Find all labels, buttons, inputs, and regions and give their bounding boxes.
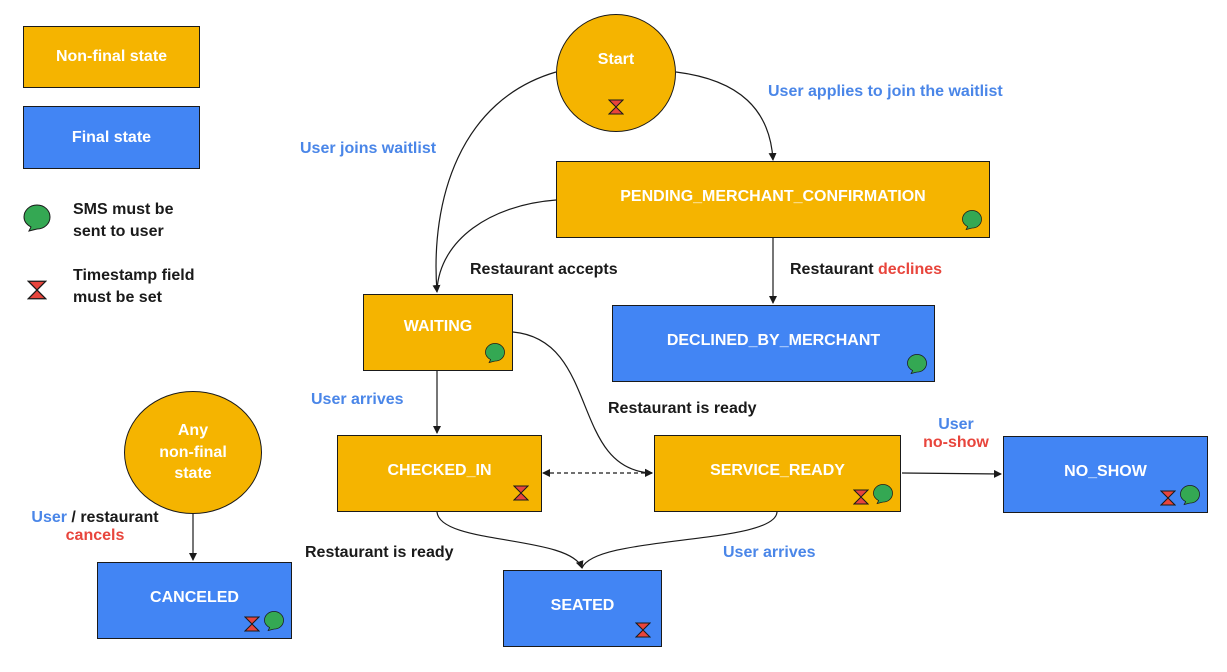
edge-pending-to-waiting <box>436 199 557 291</box>
label-declines-prefix: Restaurant <box>790 261 874 278</box>
hourglass-icon <box>853 489 869 505</box>
speech-bubble-icon <box>263 610 285 632</box>
legend-sms-line1: SMS must be <box>73 201 174 218</box>
label-cancel-line1: User / restaurant <box>20 509 170 527</box>
label-cancel-word: cancels <box>65 527 125 544</box>
label-declines-word: declines <box>878 261 943 278</box>
legend-sms-line2: sent to user <box>73 223 164 241</box>
state-checked-in: CHECKED_IN <box>337 435 542 512</box>
state-seated-badges <box>635 622 651 638</box>
state-service-ready-label: SERVICE_READY <box>710 461 845 479</box>
label-user-restaurant-cancels: User / restaurant cancels <box>20 509 170 545</box>
state-waiting: WAITING <box>363 294 513 371</box>
state-waiting-label: WAITING <box>403 317 473 335</box>
state-seated-label: SEATED <box>550 596 615 614</box>
state-any-line1: Any <box>177 422 209 440</box>
state-declined-label: DECLINED_BY_MERCHANT <box>666 331 881 349</box>
edge-service-ready-to-no-show <box>901 469 1002 478</box>
label-user-arrives-seated: User arrives <box>723 544 816 561</box>
label-user-no-show: User no-show <box>918 416 994 452</box>
state-pending-label: PENDING_MERCHANT_CONFIRMATION <box>620 187 926 205</box>
hourglass-icon <box>1160 490 1176 506</box>
state-service-ready: SERVICE_READY <box>654 435 901 512</box>
label-restaurant-accepts: Restaurant accepts <box>470 261 618 278</box>
speech-bubble-icon <box>484 342 506 364</box>
edge-checked-in-to-seated <box>436 511 584 569</box>
hourglass-icon <box>513 485 529 501</box>
hourglass-icon <box>635 622 651 638</box>
state-canceled-badges <box>244 610 285 632</box>
state-no-show-label: NO_SHOW <box>1064 462 1147 480</box>
state-checked-in-badges <box>513 485 529 501</box>
state-any-non-final: Any non-final state <box>124 391 262 514</box>
hourglass-icon <box>244 616 260 632</box>
state-start-badges <box>608 99 624 115</box>
speech-bubble-icon <box>22 203 52 238</box>
state-no-show-badges <box>1160 484 1201 506</box>
legend-nonfinal-box: Non-final state <box>23 26 200 88</box>
state-any-line2: non-final <box>159 443 227 461</box>
legend-final-box: Final state <box>23 106 200 169</box>
legend-nonfinal-label: Non-final state <box>55 48 168 65</box>
edge-start-to-pending <box>675 71 777 161</box>
hourglass-icon <box>608 99 624 115</box>
edge-start-to-waiting <box>432 71 557 293</box>
label-noshow-line1: User <box>938 416 974 433</box>
speech-bubble-icon <box>961 209 983 231</box>
hourglass-icon <box>26 280 48 305</box>
label-user-arrives-checkin: User arrives <box>311 391 404 408</box>
label-user-joins-waitlist: User joins waitlist <box>300 140 437 157</box>
label-cancel-user: User <box>31 509 67 526</box>
state-canceled: CANCELED <box>97 562 292 639</box>
label-restaurant-is-ready-seated: Restaurant is ready <box>305 544 454 561</box>
state-declined-by-merchant: DECLINED_BY_MERCHANT <box>612 305 935 382</box>
state-pending-badges <box>961 209 983 231</box>
state-any-line3: state <box>174 465 212 483</box>
state-pending-merchant-confirmation: PENDING_MERCHANT_CONFIRMATION <box>556 161 990 238</box>
state-service-ready-badges <box>853 483 894 505</box>
state-checked-in-label: CHECKED_IN <box>387 461 492 479</box>
label-noshow-line2: no-show <box>923 434 989 451</box>
state-start: Start <box>556 14 676 132</box>
state-no-show: NO_SHOW <box>1003 436 1208 513</box>
speech-bubble-icon <box>1179 484 1201 506</box>
edge-waiting-to-service-ready <box>512 331 653 477</box>
state-declined-badges <box>906 353 928 375</box>
label-restaurant-declines: Restaurant declines <box>790 261 942 279</box>
state-waiting-badges <box>484 342 506 364</box>
state-start-label: Start <box>597 51 635 68</box>
edge-service-ready-to-seated <box>581 511 778 569</box>
label-cancel-sep: / restaurant <box>66 509 159 526</box>
legend-sms-text: SMS must be sent to user <box>73 199 173 244</box>
label-user-applies: User applies to join the waitlist <box>768 83 1003 100</box>
legend-final-label: Final state <box>71 128 152 146</box>
speech-bubble-icon <box>906 353 928 375</box>
speech-bubble-icon <box>872 483 894 505</box>
legend-ts-line2: must be set <box>73 289 162 307</box>
legend-timestamp-text: Timestamp field must be set <box>73 265 195 310</box>
legend-ts-line1: Timestamp field <box>73 267 195 284</box>
state-seated: SEATED <box>503 570 662 647</box>
state-any-label: Any non-final state <box>159 420 227 485</box>
state-canceled-label: CANCELED <box>150 588 239 606</box>
label-restaurant-is-ready-waiting: Restaurant is ready <box>608 400 757 417</box>
